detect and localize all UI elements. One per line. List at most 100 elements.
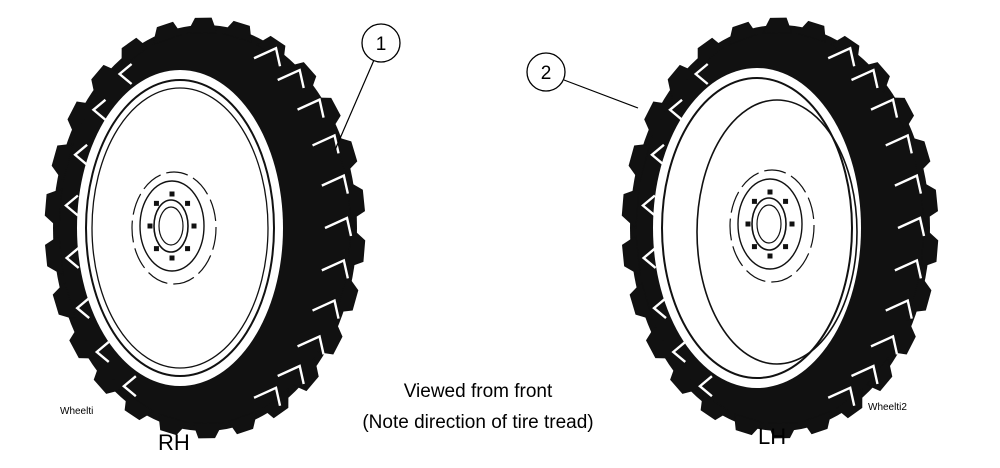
rh-lug-highlight	[324, 216, 353, 237]
lh-lug	[621, 188, 640, 230]
lh-lug-highlight	[652, 297, 667, 319]
lh-lug-nut	[767, 189, 773, 195]
lh-lug	[909, 273, 932, 313]
callout-1-leader	[334, 59, 375, 151]
rh-lug	[52, 281, 77, 320]
caption-line-1: Viewed from front	[404, 381, 553, 402]
lh-lug-highlight	[698, 375, 713, 398]
rh-lug	[45, 235, 64, 276]
lh-lug	[697, 37, 725, 68]
rh-lug-nut	[147, 223, 153, 229]
rh-lug-highlight	[253, 386, 282, 407]
rh-lug-highlight	[64, 247, 80, 269]
lh-lug	[728, 21, 758, 46]
rh-lug	[124, 392, 155, 421]
rh-label: RH	[158, 430, 190, 455]
lh-lug-highlight	[897, 216, 926, 237]
lh-lug	[621, 235, 641, 276]
lh-lug-highlight	[668, 98, 683, 121]
rh-lug-highlight	[312, 133, 340, 154]
rh-lug-highlight	[277, 364, 305, 385]
lh-lug	[670, 362, 700, 394]
lh-lug-nut	[783, 244, 789, 250]
lh-lug-highlight	[641, 247, 657, 269]
callout-2: 2	[526, 52, 639, 109]
rh-lug	[227, 410, 258, 435]
callout-1-number: 1	[376, 34, 387, 55]
rh-lug-nut	[153, 200, 159, 206]
rh-lug	[261, 388, 289, 419]
lh-wheel-dish	[696, 99, 858, 365]
lh-hub	[729, 169, 815, 283]
lh-lug-highlight	[693, 63, 709, 85]
rh-lug-highlight	[312, 298, 340, 319]
rh-lug-nut	[185, 200, 191, 206]
rh-lug-highlight	[321, 258, 350, 279]
rh-lug	[336, 273, 359, 313]
lh-lug-nut	[745, 221, 751, 227]
lh-lug-highlight	[894, 258, 923, 279]
lh-lug-nut	[783, 198, 789, 204]
rh-lug-highlights	[64, 46, 353, 407]
lh-lug	[767, 422, 799, 439]
lh-rim-outer	[661, 77, 853, 379]
rh-tread-lugs	[44, 17, 366, 439]
lh-lug	[796, 20, 826, 43]
rh-lug	[152, 21, 183, 46]
lh-lug	[629, 281, 654, 320]
lh-lug-highlight	[650, 143, 665, 166]
lh-lug-highlight	[870, 334, 899, 355]
rh-lug-highlight	[75, 297, 90, 319]
rh-lug-nut	[191, 223, 197, 229]
rh-lug	[93, 362, 123, 394]
rh-lug-nut	[169, 191, 175, 197]
lh-lug-highlight	[885, 133, 913, 154]
lh-lug-highlight	[671, 341, 687, 363]
rh-lug	[317, 317, 343, 355]
rh-lug-highlight	[94, 341, 110, 363]
rh-lug	[121, 37, 149, 68]
lh-lug	[644, 101, 670, 139]
lh-lug	[906, 136, 931, 175]
lh-label: LH	[758, 424, 786, 449]
lh-lug-nut	[751, 198, 757, 204]
lh-tread-lugs	[621, 17, 939, 439]
lh-lug-highlight	[827, 386, 856, 407]
rh-lug-nut	[185, 246, 191, 252]
callout-2-bubble	[526, 52, 566, 92]
rh-lug-highlight	[117, 63, 133, 85]
lh-lug-nut	[789, 221, 795, 227]
lh-lug	[919, 180, 939, 221]
rh-lug	[69, 325, 97, 359]
rh-lug	[333, 136, 358, 175]
rh-sidewall-ring	[77, 70, 283, 386]
rh-lug-highlight	[321, 173, 350, 194]
lh-lug-highlights	[641, 46, 926, 407]
rh-rim-inner	[91, 87, 269, 369]
rh-lug-highlight	[297, 97, 325, 118]
lh-lug-nuts	[745, 189, 795, 259]
rh-lug	[292, 356, 319, 392]
rh-hub	[131, 171, 217, 285]
rh-lug-nuts	[147, 191, 197, 261]
rh-lug	[221, 20, 252, 43]
lh-lug	[667, 64, 695, 100]
rh-lug-highlight	[91, 98, 107, 121]
lh-wheel	[621, 17, 939, 439]
lh-lug-highlight	[894, 173, 923, 194]
callout-2-number: 2	[541, 63, 552, 84]
lh-lug-highlight	[641, 194, 656, 217]
lh-lug	[645, 325, 674, 359]
rh-lug	[67, 101, 93, 139]
lh-lug	[865, 356, 893, 392]
rh-rim-outer	[85, 79, 275, 377]
lh-figure-id: Wheelti2	[868, 402, 907, 413]
rh-lug-highlight	[73, 143, 88, 166]
rh-lug-nut	[153, 246, 159, 252]
lh-lug	[700, 392, 730, 421]
callout-1-bubble	[361, 23, 401, 63]
rh-lug-highlight	[297, 334, 325, 355]
callout-2-leader	[563, 79, 639, 109]
